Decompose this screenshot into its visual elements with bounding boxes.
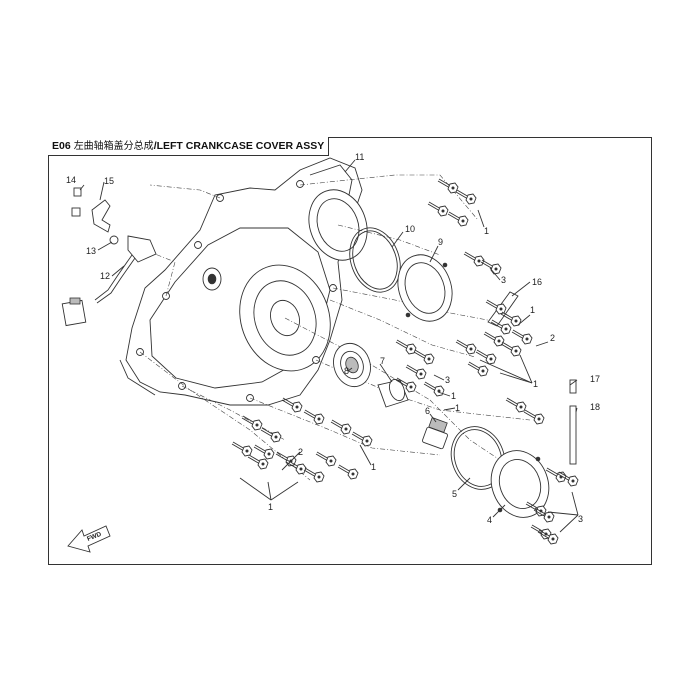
bolt-icon <box>337 464 359 480</box>
callout-1: 1 <box>371 462 376 472</box>
bolt-icon <box>285 459 307 475</box>
bolt-icon <box>463 251 485 267</box>
cover-gasket <box>450 426 506 490</box>
bolt-group <box>231 178 579 545</box>
callout-1: 1 <box>484 226 489 236</box>
long-dowel <box>569 405 577 465</box>
bolt-icon <box>455 339 477 355</box>
callout-7: 7 <box>380 356 385 366</box>
leader-lines <box>79 159 579 533</box>
bolt-icon <box>500 341 522 357</box>
bolt-icon <box>490 319 512 335</box>
bolt-icon <box>281 397 303 413</box>
bolt-icon <box>231 441 253 457</box>
short-pin <box>569 379 577 394</box>
bearing <box>333 342 371 388</box>
callout-4: 4 <box>487 515 492 525</box>
bolt-icon <box>447 211 469 227</box>
bolt-icon <box>423 381 445 397</box>
callout-1: 1 <box>530 305 535 315</box>
callout-9: 9 <box>438 237 443 247</box>
bolt-icon <box>505 397 527 413</box>
gasket-ring <box>349 227 401 293</box>
bolt-icon <box>455 189 477 205</box>
bolt-icon <box>253 444 275 460</box>
bolt-icon <box>351 431 373 447</box>
bolt-icon <box>303 409 325 425</box>
callout-14: 14 <box>66 175 76 185</box>
callout-3: 3 <box>501 275 506 285</box>
callout-labels: 11 10 9 1 3 16 1 2 1 14 15 13 12 8 7 3 1… <box>66 152 600 525</box>
bolt-icon <box>315 451 337 467</box>
bolt-icon <box>467 361 489 377</box>
callout-2: 2 <box>298 447 303 457</box>
callout-3: 3 <box>578 514 583 524</box>
bolt-icon <box>545 467 567 483</box>
bolt-icon <box>405 364 427 380</box>
side-cover <box>490 450 550 518</box>
callout-12: 12 <box>100 271 110 281</box>
callout-11: 11 <box>355 152 364 162</box>
bolt-icon <box>500 311 522 327</box>
callout-15: 15 <box>104 176 114 186</box>
callout-1: 1 <box>451 391 456 401</box>
callout-6: 6 <box>425 406 430 416</box>
callout-16: 16 <box>532 277 542 287</box>
callout-18: 18 <box>590 402 600 412</box>
diagram-title-cn: 左曲轴箱盖分总成 <box>73 141 154 152</box>
callout-8: 8 <box>344 366 349 376</box>
bolt-icon <box>480 259 502 275</box>
callout-1: 1 <box>268 502 273 512</box>
bolt-icon <box>260 427 282 443</box>
bushing <box>377 378 409 408</box>
diagram-frame <box>48 137 652 565</box>
diagram-title-en: /LEFT CRANKCASE COVER ASSY <box>153 140 325 152</box>
bolt-icon <box>537 529 559 545</box>
bolt-icon <box>241 415 263 431</box>
bolt-icon <box>247 454 269 470</box>
callout-17: 17 <box>590 374 600 384</box>
fwd-arrow-icon: FWD <box>67 525 111 553</box>
sensor-assembly <box>61 187 157 327</box>
bolt-icon <box>303 467 325 483</box>
bolt-icon <box>395 377 417 393</box>
callout-1: 1 <box>455 403 460 413</box>
bolt-icon <box>557 471 579 487</box>
callout-1: 1 <box>533 379 538 389</box>
bolt-icon <box>413 349 435 365</box>
bolt-icon <box>511 329 533 345</box>
bolt-icon <box>437 178 459 194</box>
callout-3: 3 <box>445 375 450 385</box>
bolt-icon <box>330 419 352 435</box>
bolt-icon <box>483 331 505 347</box>
drain-plug <box>422 417 448 450</box>
callout-10: 10 <box>405 224 415 234</box>
inspection-cover <box>397 254 453 322</box>
diagram-code: E06 <box>52 140 71 152</box>
bolt-icon <box>523 409 545 425</box>
callout-5: 5 <box>452 489 457 499</box>
callout-13: 13 <box>86 246 96 256</box>
bolt-icon <box>530 524 552 540</box>
bolt-icon <box>475 349 497 365</box>
callout-2: 2 <box>550 333 555 343</box>
bolt-icon <box>427 201 449 217</box>
bolt-icon <box>395 339 417 355</box>
